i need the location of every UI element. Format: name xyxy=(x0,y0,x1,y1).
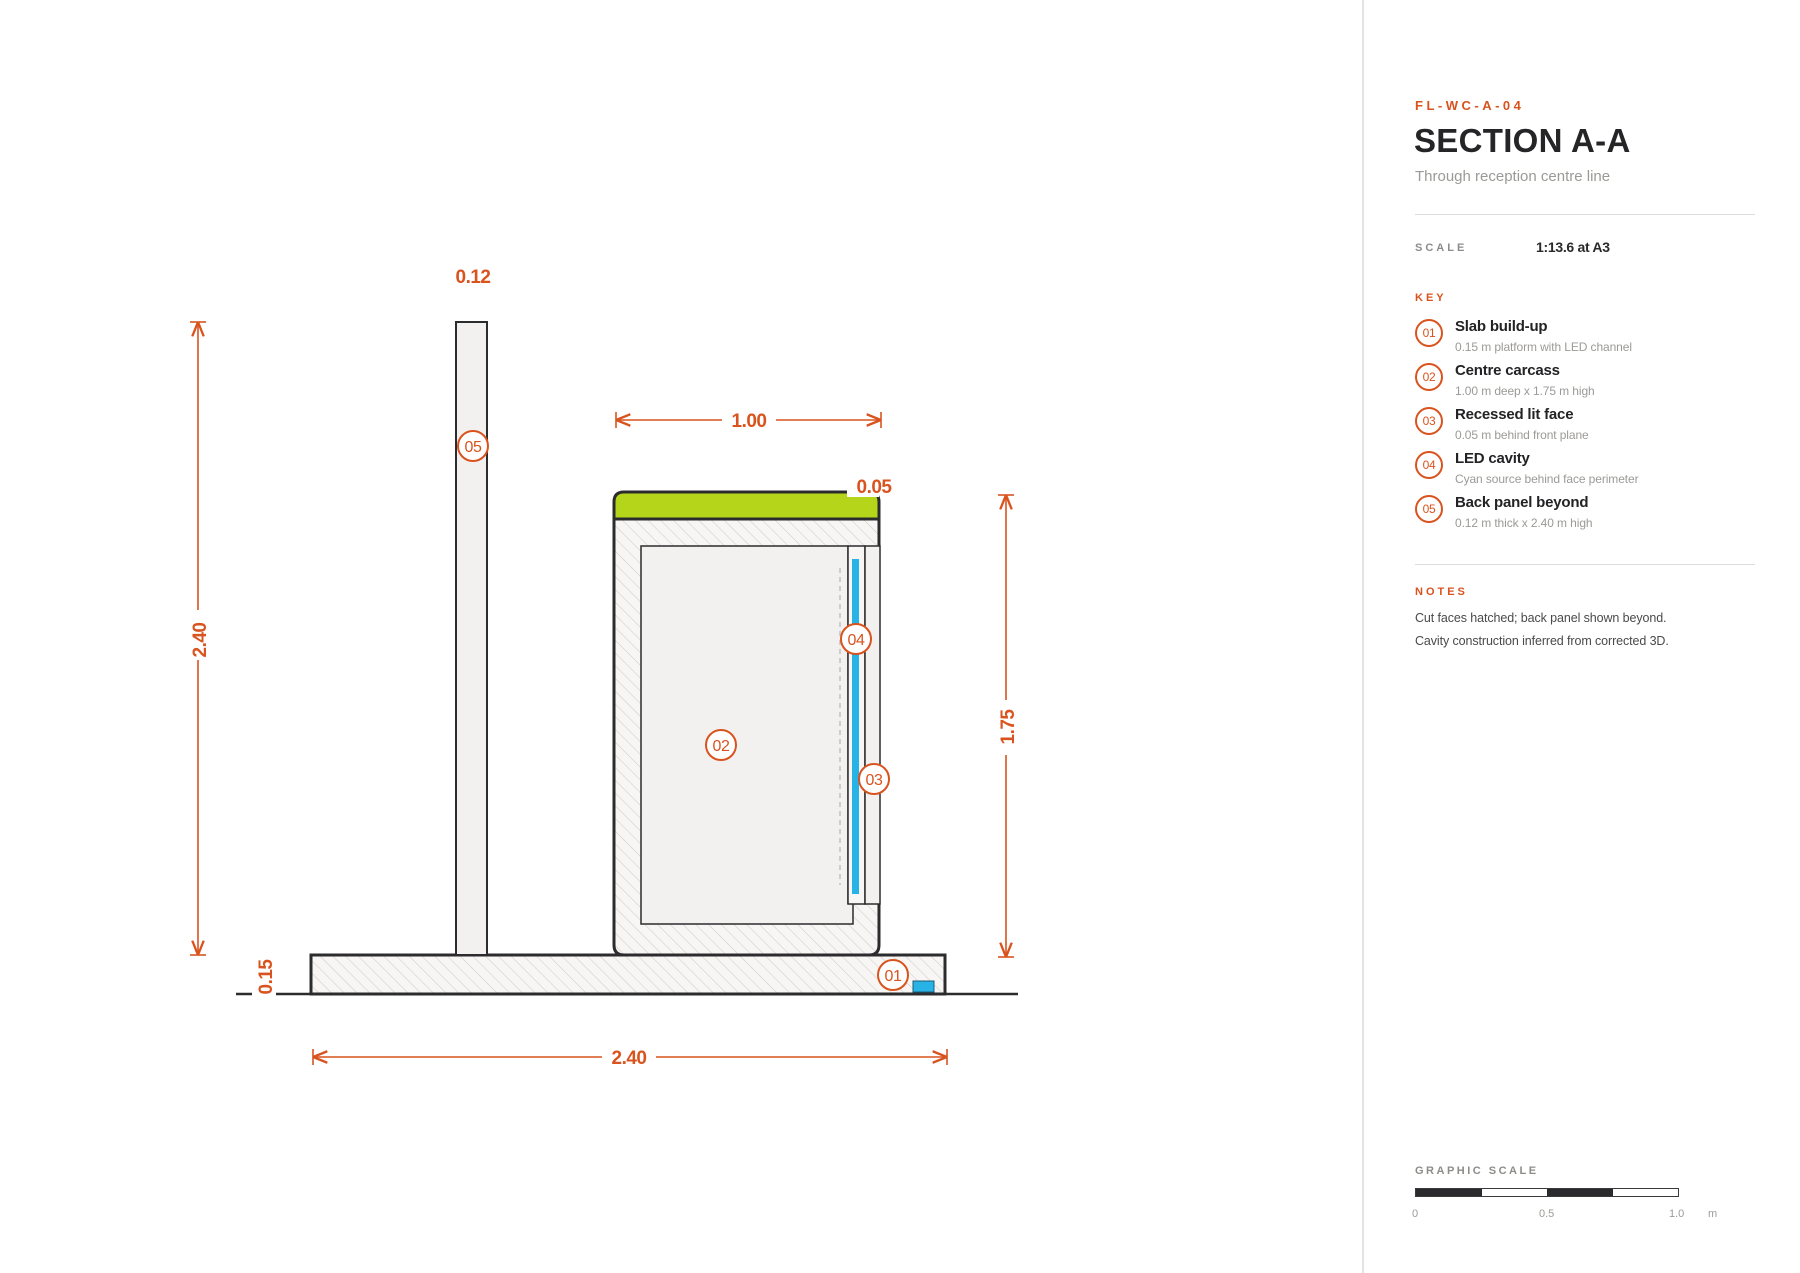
dim-carcass-height: 1.75 xyxy=(998,709,1019,745)
svg-text:05: 05 xyxy=(465,439,482,456)
key-desc: 0.12 m thick x 2.40 m high xyxy=(1455,516,1593,530)
tag-03: 03 xyxy=(858,763,890,795)
key-item-02: 02 Centre carcass 1.00 m deep x 1.75 m h… xyxy=(1415,362,1775,406)
divider xyxy=(1415,564,1755,565)
scale-value: 1:13.6 at A3 xyxy=(1536,239,1610,255)
scale-segment xyxy=(1613,1189,1679,1196)
dim-carcass-depth: 1.00 xyxy=(732,411,767,432)
svg-text:03: 03 xyxy=(866,772,883,789)
scale-label: SCALE xyxy=(1415,242,1468,254)
key-item-01: 01 Slab build-up 0.15 m platform with LE… xyxy=(1415,318,1775,362)
svg-text:01: 01 xyxy=(885,968,902,985)
svg-text:02: 02 xyxy=(713,738,730,755)
key-item-04: 04 LED cavity Cyan source behind face pe… xyxy=(1415,450,1775,494)
tag-04: 04 xyxy=(840,623,872,655)
key-badge: 05 xyxy=(1415,495,1443,523)
tag-02: 02 xyxy=(705,729,737,761)
dim-total-height: 2.40 xyxy=(190,623,211,658)
key-badge: 04 xyxy=(1415,451,1443,479)
dim-face-recess: 0.05 xyxy=(857,477,893,498)
key-title: Slab build-up xyxy=(1455,318,1548,335)
key-title: Back panel beyond xyxy=(1455,494,1589,511)
carcass-top-lit xyxy=(612,490,881,521)
key-badge: 03 xyxy=(1415,407,1443,435)
key-title: Recessed lit face xyxy=(1455,406,1574,423)
page-title: SECTION A-A xyxy=(1414,122,1631,159)
recessed-lit-face xyxy=(864,545,881,905)
key-title: Centre carcass xyxy=(1455,362,1560,379)
key-title: LED cavity xyxy=(1455,450,1530,467)
key-badge: 02 xyxy=(1415,363,1443,391)
tag-01: 01 xyxy=(877,959,909,991)
scale-segment xyxy=(1482,1189,1548,1196)
key-desc: Cyan source behind face perimeter xyxy=(1455,472,1639,486)
section-drawing: 2.40 0.12 1.00 0.05 1.75 0.15 2.40 05 02… xyxy=(190,267,1019,1069)
key-badge: 01 xyxy=(1415,319,1443,347)
slab-build-up xyxy=(309,953,947,996)
dim-total-width: 2.40 xyxy=(612,1048,647,1069)
scale-segment xyxy=(1416,1189,1482,1196)
scale-segment xyxy=(1547,1189,1613,1196)
key-desc: 0.15 m platform with LED channel xyxy=(1455,340,1632,354)
scale-unit: m xyxy=(1708,1208,1718,1220)
key-desc: 0.05 m behind front plane xyxy=(1455,428,1589,442)
carcass-inner-void xyxy=(640,545,854,925)
slab-led-channel xyxy=(912,980,935,993)
key-item-03: 03 Recessed lit face 0.05 m behind front… xyxy=(1415,406,1775,450)
graphic-scale-label: GRAPHIC SCALE xyxy=(1415,1165,1539,1177)
scale-tick-0-5: 0.5 xyxy=(1539,1208,1555,1220)
drawing-code: FL-WC-A-04 xyxy=(1415,98,1525,113)
divider xyxy=(1415,214,1755,215)
scale-tick-0: 0 xyxy=(1412,1208,1419,1220)
back-panel xyxy=(455,321,488,956)
title-block-panel: FL-WC-A-04 SECTION A-A Through reception… xyxy=(1362,0,1800,1273)
dim-slab-height: 0.15 xyxy=(256,959,277,995)
top-recess-notch xyxy=(847,488,879,497)
key-desc: 1.00 m deep x 1.75 m high xyxy=(1455,384,1595,398)
tag-05: 05 xyxy=(457,430,489,462)
scale-tick-1-0: 1.0 xyxy=(1669,1208,1685,1220)
key-label: KEY xyxy=(1415,292,1447,304)
svg-text:04: 04 xyxy=(848,632,865,649)
page-subtitle: Through reception centre line xyxy=(1415,168,1611,185)
key-item-05: 05 Back panel beyond 0.12 m thick x 2.40… xyxy=(1415,494,1775,538)
note-line: Cut faces hatched; back panel shown beyo… xyxy=(1415,611,1667,625)
note-line: Cavity construction inferred from correc… xyxy=(1415,634,1669,648)
notes-label: NOTES xyxy=(1415,586,1468,598)
dim-panel-thickness: 0.12 xyxy=(456,267,491,288)
led-strip xyxy=(852,559,859,894)
graphic-scale-bar xyxy=(1415,1188,1679,1197)
